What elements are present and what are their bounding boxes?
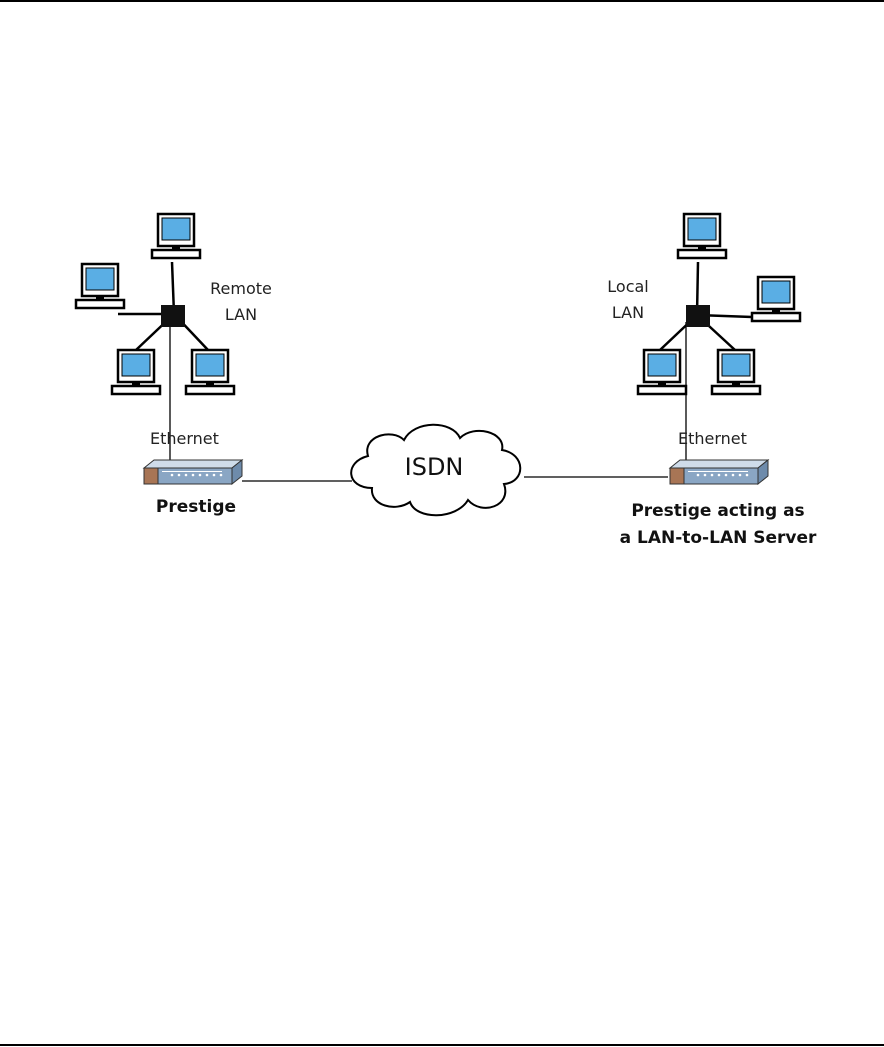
local-pc-bottom-right [710, 348, 762, 396]
remote-pc-top [150, 212, 202, 260]
prestige-label-right-1: Prestige acting as [631, 501, 804, 521]
remote-lan-label-1: Remote [210, 279, 272, 298]
local-lan-label-1: Local [607, 277, 648, 296]
isdn-cloud [350, 423, 522, 517]
page-bottom-rule [0, 1044, 884, 1046]
prestige-label-right-2: a LAN-to-LAN Server [620, 528, 817, 548]
local-pc-bottom-left [636, 348, 688, 396]
ethernet-label-right: Ethernet [678, 429, 747, 448]
remote-hub [161, 305, 185, 327]
prestige-label-left: Prestige [156, 497, 236, 517]
remote-pc-bottom-right [184, 348, 236, 396]
local-hub [686, 305, 710, 327]
local-pc-right [750, 275, 802, 323]
local-pc-top [676, 212, 728, 260]
isdn-label: ISDN [405, 453, 464, 481]
ethernet-label-left: Ethernet [150, 429, 219, 448]
prestige-router-left [143, 459, 243, 485]
remote-pc-left [74, 262, 126, 310]
local-lan-label-2: LAN [612, 303, 644, 322]
remote-pc-bottom-left [110, 348, 162, 396]
remote-lan-label-2: LAN [225, 305, 257, 324]
page-top-rule [0, 0, 884, 2]
prestige-router-right [669, 459, 769, 485]
